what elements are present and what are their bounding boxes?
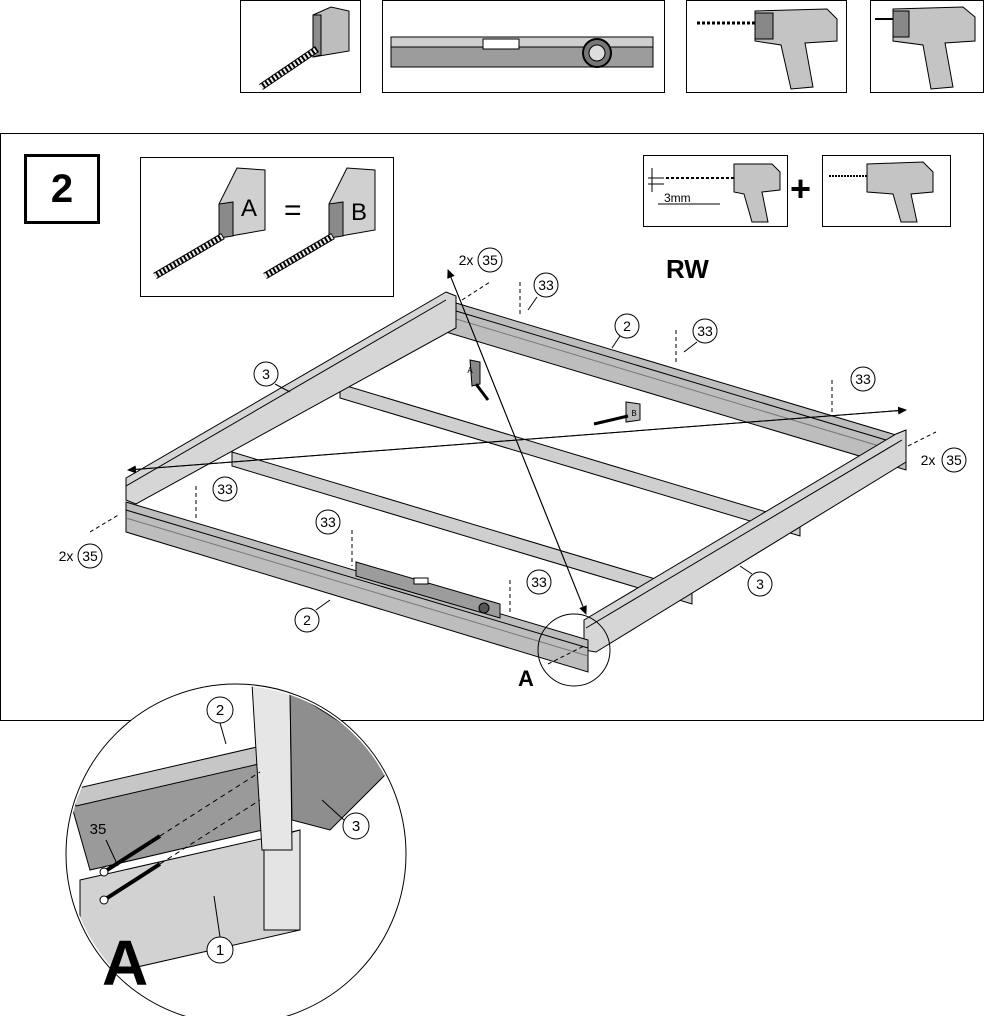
drill-diameter-text: 3mm bbox=[664, 191, 691, 205]
measure-equal-box: A = B bbox=[140, 157, 394, 297]
detail-part-1: 1 bbox=[216, 942, 224, 959]
spirit-level-icon bbox=[390, 36, 654, 68]
tape-measure-icon bbox=[259, 6, 350, 90]
plus-sign: + bbox=[790, 168, 812, 209]
drill-diameter-illustration: 3mm bbox=[648, 163, 781, 223]
detail-part-35: 35 bbox=[90, 821, 107, 838]
drill-diameter-box: 3mm bbox=[643, 155, 788, 227]
detail-letter: A bbox=[102, 927, 148, 999]
screwdriver-illustration bbox=[829, 161, 934, 223]
detail-part-3: 3 bbox=[352, 818, 360, 835]
side-label: RW bbox=[666, 254, 709, 284]
tool-tape-measure-box bbox=[240, 0, 361, 93]
tool-level-box bbox=[382, 0, 665, 93]
tool-screwdriver-box bbox=[870, 0, 984, 93]
tape-compare-illustration: A = B bbox=[153, 167, 376, 280]
screwdriver-drill-icon bbox=[875, 6, 976, 90]
letter-b: B bbox=[351, 199, 367, 226]
detail-circle bbox=[65, 683, 407, 1016]
tape-a-icon bbox=[153, 167, 266, 280]
screw-drive-box bbox=[822, 155, 951, 227]
equals-sign: = bbox=[284, 194, 302, 227]
detail-zoom bbox=[69, 686, 401, 981]
tape-b-icon bbox=[263, 167, 376, 280]
step-number-box: 2 bbox=[24, 154, 100, 224]
drill-icon bbox=[697, 8, 838, 90]
tool-drill-box bbox=[686, 0, 847, 93]
letter-a: A bbox=[241, 195, 257, 222]
step-number: 2 bbox=[50, 166, 74, 211]
